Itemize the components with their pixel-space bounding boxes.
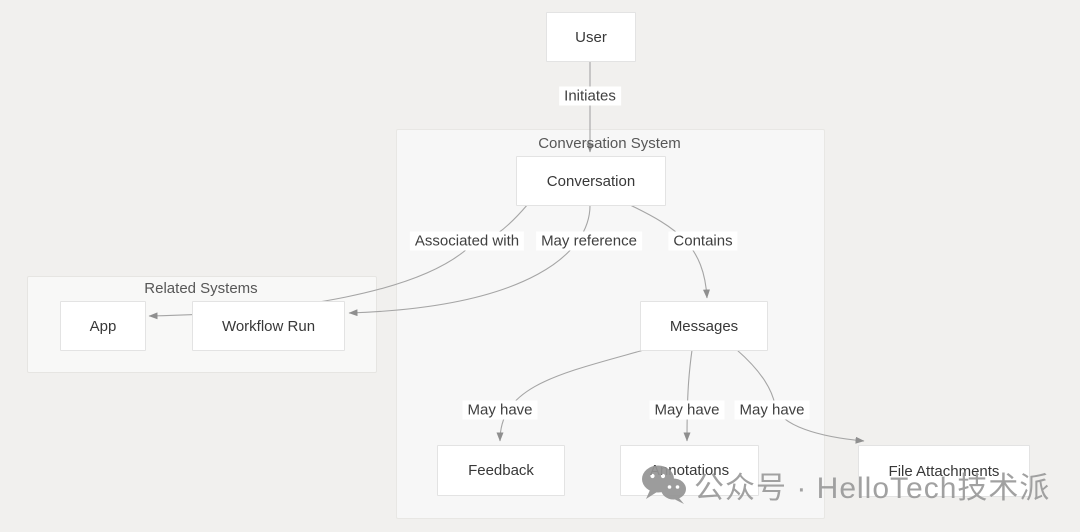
node-messages: Messages [640, 301, 768, 351]
edge-label-initiates: Initiates [559, 86, 621, 106]
node-feedback: Feedback [437, 445, 565, 496]
node-file-attachments: File Attachments [858, 445, 1030, 497]
edge-label-contains: Contains [668, 231, 738, 251]
node-user: User [546, 12, 636, 62]
node-annotations: Annotations [620, 445, 759, 496]
edge-label-may-have-annotations: May have [649, 400, 725, 420]
edge-label-may-reference: May reference [536, 231, 642, 251]
node-workflow-run: Workflow Run [192, 301, 345, 351]
node-conversation: Conversation [516, 156, 666, 206]
node-app: App [60, 301, 146, 351]
edge-label-may-have-file-attachments: May have [734, 400, 810, 420]
edge-label-may-have-feedback: May have [462, 400, 538, 420]
edge-label-associated-with: Associated with [409, 231, 525, 251]
